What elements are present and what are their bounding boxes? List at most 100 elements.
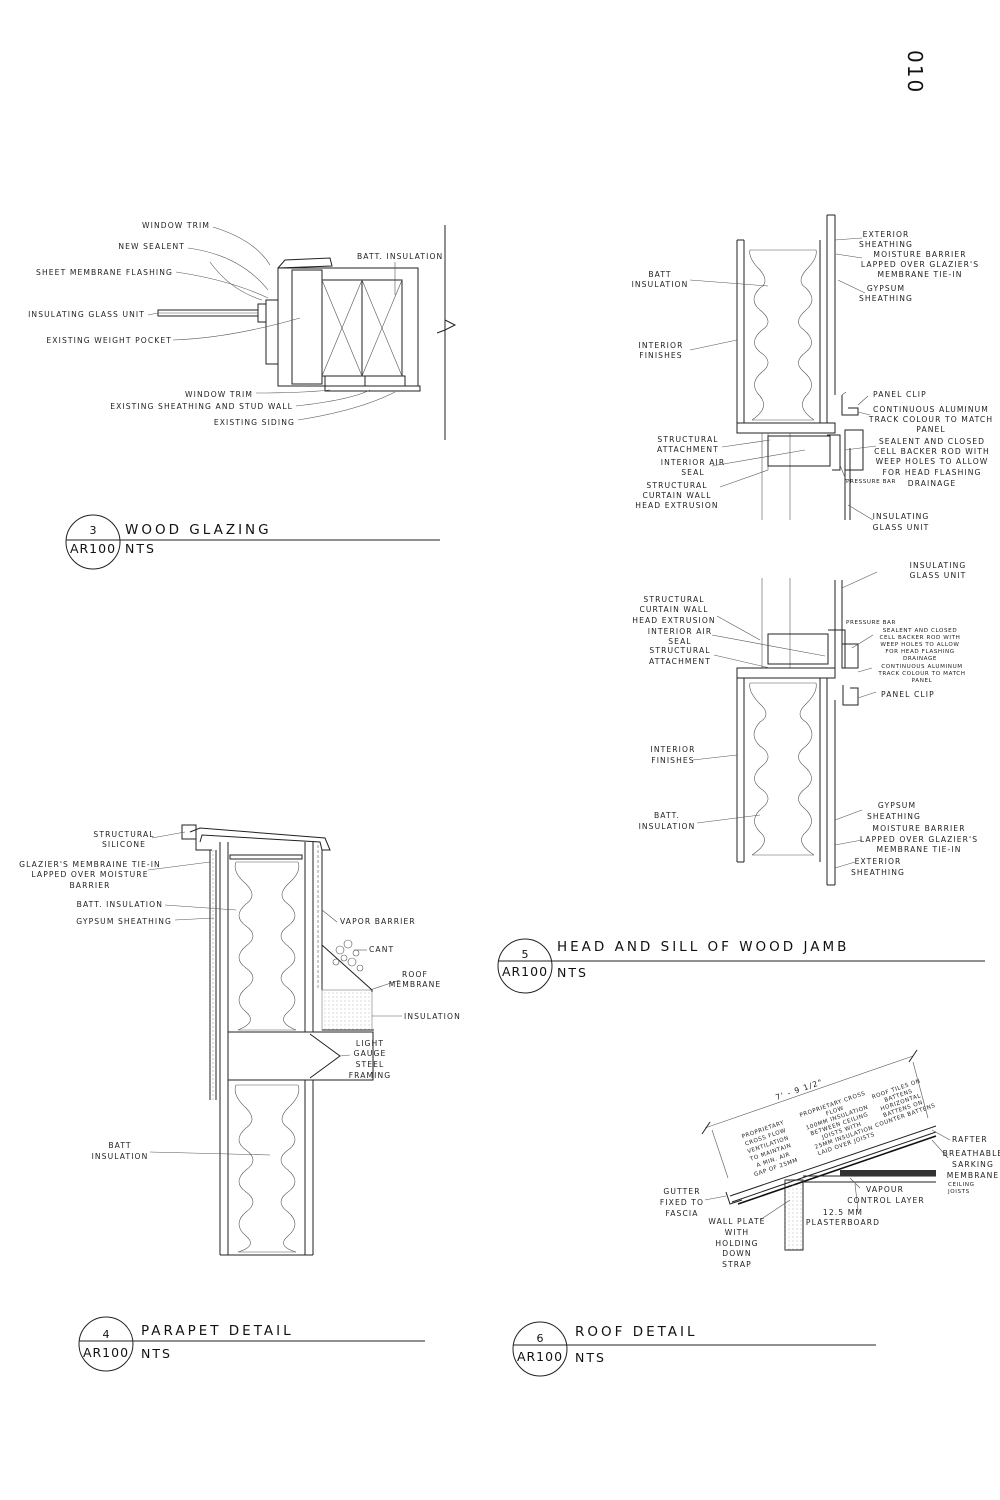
sill-label-moist-3: MEMBRANE TIE-IN bbox=[876, 845, 961, 854]
sill-label-seal-2: CELL BACKER ROD WITH bbox=[880, 635, 961, 641]
parapet-label-roof-1: ROOF bbox=[402, 970, 428, 979]
parapet-label-batt: BATT. INSULATION bbox=[77, 900, 163, 909]
detail-3-ref: AR100 bbox=[70, 541, 116, 556]
parapet-label-silicone-1: STRUCTURAL bbox=[93, 830, 154, 839]
sill-label-air-1: INTERIOR AIR bbox=[648, 627, 712, 636]
detail-5-ref: AR100 bbox=[502, 964, 548, 979]
detail-3-scale: NTS bbox=[125, 541, 156, 556]
head-label-gyp-2: SHEATHING bbox=[859, 294, 913, 303]
head-label-pressure: PRESSURE BAR bbox=[846, 479, 896, 485]
sill-label-seal-1: SEALENT AND CLOSED bbox=[883, 628, 957, 634]
roof-label-rafter: RAFTER bbox=[952, 1135, 988, 1144]
roof-ins-2: FLOW bbox=[825, 1106, 844, 1118]
parapet-label-lgs-3: STEEL bbox=[356, 1060, 385, 1069]
roof-label-gutter-2: FIXED TO bbox=[660, 1198, 704, 1207]
sill-label-moist-2: LAPPED OVER GLAZIER'S bbox=[860, 835, 978, 844]
parapet-label-gypsum: GYPSUM SHEATHING bbox=[76, 917, 172, 926]
detail-6-ref: AR100 bbox=[517, 1349, 563, 1364]
sill-label-ext-1: EXTERIOR bbox=[855, 857, 902, 866]
label-window-trim-top: WINDOW TRIM bbox=[142, 221, 210, 230]
parapet-label-glazier-3: BARRIER bbox=[70, 881, 111, 890]
head-label-seal-3: WEEP HOLES TO ALLOW bbox=[876, 457, 989, 466]
roof-label-ceiling-2: JOISTS bbox=[947, 1189, 970, 1195]
head-label-cw-3: HEAD EXTRUSION bbox=[635, 501, 718, 510]
head-label-seal-5: DRAINAGE bbox=[908, 479, 956, 488]
head-label-igu-2: GLASS UNIT bbox=[873, 523, 930, 532]
parapet-label-silicone-2: SILICONE bbox=[102, 840, 146, 849]
head-label-track-1: CONTINUOUS ALUMINUM bbox=[873, 405, 989, 414]
parapet-label-glazier-2: LAPPED OVER MOISTURE bbox=[31, 870, 148, 879]
head-label-track-2: TRACK COLOUR TO MATCH bbox=[868, 415, 993, 424]
sill-label-track-3: PANEL bbox=[912, 678, 933, 684]
roof-label-ceiling-1: CEILING bbox=[948, 1182, 975, 1188]
detail-3-wood-glazing: WINDOW TRIM NEW SEALENT SHEET MEMBRANE F… bbox=[28, 221, 457, 570]
page-number: 010 bbox=[903, 50, 927, 94]
head-label-cw-2: CURTAIN WALL bbox=[642, 491, 711, 500]
detail-5-scale: NTS bbox=[557, 965, 588, 980]
detail-4-number: 4 bbox=[103, 1328, 110, 1341]
roof-label-wp-2: WITH bbox=[725, 1228, 750, 1237]
parapet-label-cant: CANT bbox=[369, 945, 394, 954]
roof-label-pb-2: PLASTERBOARD bbox=[806, 1218, 880, 1227]
roof-label-wp-3: HOLDING bbox=[715, 1239, 758, 1248]
label-weight-pocket: EXISTING WEIGHT POCKET bbox=[46, 336, 172, 345]
head-label-igu-1: INSULATING bbox=[873, 512, 930, 521]
roof-tiles-note: ROOF TILES ON BATTENS HORIZONTAL BATTENS… bbox=[871, 1078, 936, 1129]
detail-5-head: BATT INSULATION INTERIOR FINISHES STRUCT… bbox=[632, 214, 993, 532]
sill-label-pressure: PRESSURE BAR bbox=[846, 620, 896, 626]
sill-label-interior-2: FINISHES bbox=[651, 756, 694, 765]
sill-label-seal-5: DRAINAGE bbox=[903, 656, 937, 662]
parapet-label-insulation: INSULATION bbox=[404, 1012, 461, 1021]
roof-insulation-note: PROPRIETARY CROSS FLOW 100MM INSULATION … bbox=[799, 1091, 876, 1157]
roof-label-sark-2: SARKING bbox=[952, 1160, 994, 1169]
sill-label-gyp-2: SHEATHING bbox=[867, 812, 921, 821]
head-label-structural-1: STRUCTURAL bbox=[657, 435, 718, 444]
head-label-cw-1: STRUCTURAL bbox=[646, 481, 707, 490]
sill-label-igu-2: GLASS UNIT bbox=[910, 571, 967, 580]
head-label-seal-1: SEALENT AND CLOSED bbox=[879, 437, 985, 446]
label-batt: BATT. INSULATION bbox=[357, 252, 443, 261]
sill-label-cw-1: STRUCTURAL bbox=[643, 595, 704, 604]
detail-4-ref: AR100 bbox=[83, 1345, 129, 1360]
sill-label-batt-1: BATT. bbox=[654, 811, 680, 820]
head-label-air-2: SEAL bbox=[681, 468, 704, 477]
head-label-interior-2: FINISHES bbox=[639, 351, 682, 360]
roof-label-gutter-3: FASCIA bbox=[665, 1209, 698, 1218]
label-sheet-membrane: SHEET MEMBRANE FLASHING bbox=[36, 268, 173, 277]
roof-label-wp-1: WALL PLATE bbox=[708, 1217, 765, 1226]
detail-5-sill: INSULATING GLASS UNIT STRUCTURAL CURTAIN… bbox=[497, 561, 985, 994]
head-label-moist-3: MEMBRANE TIE-IN bbox=[877, 270, 962, 279]
label-new-sealent: NEW SEALENT bbox=[118, 242, 185, 251]
detail-5-title: HEAD AND SILL OF WOOD JAMB bbox=[557, 939, 849, 955]
sill-label-track-1: CONTINUOUS ALUMINUM bbox=[881, 664, 962, 670]
sill-label-structural-2: ATTACHMENT bbox=[649, 657, 711, 666]
parapet-label-batt2-2: INSULATION bbox=[92, 1152, 149, 1161]
sill-label-air-2: SEAL bbox=[668, 637, 691, 646]
parapet-label-lgs-2: GAUGE bbox=[354, 1049, 387, 1058]
head-label-structural-2: ATTACHMENT bbox=[657, 445, 719, 454]
sill-label-cw-3: HEAD EXTRUSION bbox=[632, 616, 715, 625]
label-siding: EXISTING SIDING bbox=[214, 418, 295, 427]
parapet-label-glazier-1: GLAZIER'S MEMBRAINE TIE-IN bbox=[19, 860, 161, 869]
sill-label-structural-1: STRUCTURAL bbox=[649, 646, 710, 655]
sill-label-seal-4: FOR HEAD FLASHING bbox=[885, 649, 954, 655]
head-label-moist-2: LAPPED OVER GLAZIER'S bbox=[861, 260, 979, 269]
head-label-batt-1: BATT bbox=[648, 270, 671, 279]
roof-label-wp-5: STRAP bbox=[722, 1260, 752, 1269]
cant-gravel bbox=[332, 939, 364, 972]
head-label-batt-2: INSULATION bbox=[632, 280, 689, 289]
roof-label-wp-4: DOWN bbox=[722, 1249, 751, 1258]
sill-label-batt-2: INSULATION bbox=[639, 822, 696, 831]
sill-label-clip: PANEL CLIP bbox=[881, 690, 935, 699]
sill-label-igu-1: INSULATING bbox=[910, 561, 967, 570]
head-label-air-1: INTERIOR AIR bbox=[661, 458, 725, 467]
roof-label-vapour-1: VAPOUR bbox=[866, 1185, 904, 1194]
head-label-track-3: PANEL bbox=[916, 425, 946, 434]
head-label-seal-2: CELL BACKER ROD WITH bbox=[874, 447, 990, 456]
detail-6-number: 6 bbox=[537, 1332, 544, 1345]
detail-4-title: PARAPET DETAIL bbox=[141, 1323, 294, 1339]
roof-label-gutter-1: GUTTER bbox=[663, 1187, 700, 1196]
parapet-label-lgs-1: LIGHT bbox=[356, 1039, 384, 1048]
head-label-clip: PANEL CLIP bbox=[873, 390, 927, 399]
